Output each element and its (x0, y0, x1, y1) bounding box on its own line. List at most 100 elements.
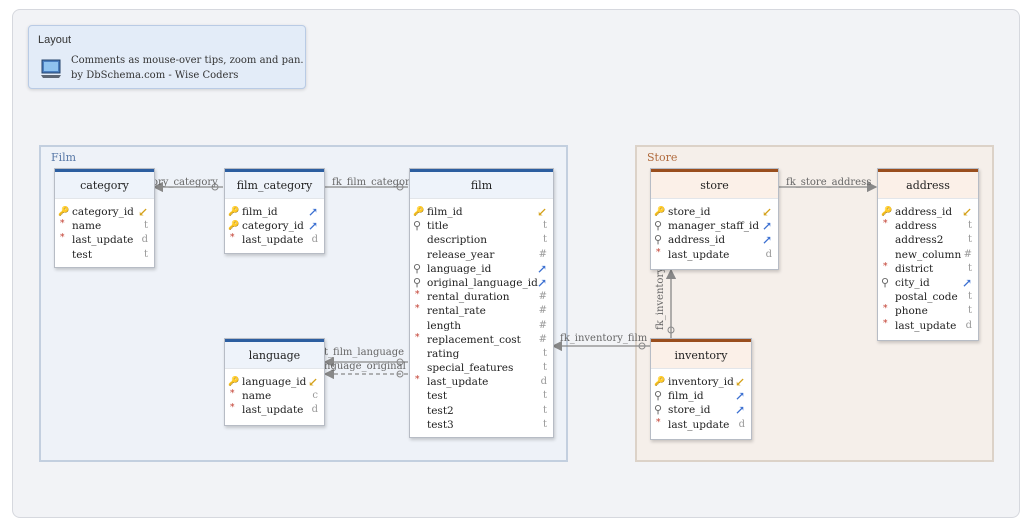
index-icon (881, 276, 893, 290)
not-null-icon (228, 389, 240, 403)
column-type: # (538, 319, 547, 331)
column-name: last_update (427, 376, 489, 389)
column-marker (881, 233, 893, 247)
column-row[interactable]: inventory_id (651, 375, 751, 389)
column-row[interactable]: film_id (410, 205, 553, 219)
table-film[interactable]: film film_idtitle t description t release_ye… (409, 168, 554, 438)
column-marker (881, 248, 893, 262)
column-type: t (542, 390, 547, 402)
edge-end-circle (396, 183, 404, 191)
column-row[interactable]: language_id (225, 375, 324, 389)
not-null-icon (413, 304, 425, 318)
table-address[interactable]: address address_idaddresstaddress2tnew_c… (877, 168, 979, 341)
column-row[interactable]: film_id (225, 205, 324, 219)
column-name: rental_rate (427, 305, 486, 318)
column-marker (413, 347, 425, 361)
column-row[interactable]: title t (410, 219, 553, 233)
column-row[interactable]: city_id (878, 276, 978, 290)
column-row[interactable]: store_id (651, 403, 751, 417)
column-name: title (427, 220, 449, 233)
table-header[interactable]: address (878, 169, 978, 199)
column-name: description (427, 234, 487, 247)
column-name: inventory_id (668, 376, 734, 388)
table-header[interactable]: category (55, 169, 154, 199)
column-type: t (143, 220, 148, 232)
column-row[interactable]: replacement_cost# (410, 333, 553, 347)
column-name: special_features (427, 362, 514, 375)
table-film-category[interactable]: film_category film_idcategory_idlast_upd… (224, 168, 325, 254)
column-row[interactable]: manager_staff_id (651, 219, 778, 233)
column-name: store_id (668, 206, 711, 218)
column-row[interactable]: film_id (651, 389, 751, 403)
column-row[interactable]: description t (410, 233, 553, 247)
edge-label: t_film_language (324, 347, 405, 358)
column-row[interactable]: address_id (651, 233, 778, 247)
edge-label: fk_store_address (786, 177, 872, 188)
monitor-icon (41, 59, 61, 78)
layout-note-line2: by DbSchema.com - Wise Coders (71, 70, 239, 81)
column-row[interactable]: language_id (410, 262, 553, 276)
edge-label: fk_inventory_film (560, 333, 648, 344)
table-header[interactable]: film (410, 169, 553, 199)
table-category[interactable]: category category_idname tlast_updatedtes… (54, 168, 155, 268)
table-store[interactable]: store store_idmanager_staff_idaddress_id… (650, 168, 779, 270)
edge-label: ory_category (152, 177, 218, 188)
column-row[interactable]: category_id (225, 219, 324, 233)
column-type: t (542, 347, 547, 359)
column-row[interactable]: rental_rate# (410, 304, 553, 318)
primary-key-icon (881, 205, 893, 219)
column-row[interactable]: category_id (55, 205, 154, 219)
column-row[interactable]: address_id (878, 205, 978, 219)
primary-key-icon (58, 205, 70, 219)
column-row[interactable]: release_year# (410, 248, 553, 262)
table-header[interactable]: inventory (651, 339, 751, 369)
column-row[interactable]: rental_duration# (410, 290, 553, 304)
column-type: c (312, 390, 318, 402)
column-row[interactable]: original_language_id (410, 276, 553, 290)
column-name: test3 (427, 418, 454, 431)
not-null-icon (228, 403, 240, 417)
column-name: name (72, 220, 102, 233)
column-row[interactable]: length# (410, 319, 553, 333)
column-type: t (542, 234, 547, 246)
index-icon (654, 403, 666, 417)
primary-key-icon (228, 375, 240, 389)
not-null-icon (413, 375, 425, 389)
table-header[interactable]: store (651, 169, 778, 199)
layout-note-title: Layout (38, 34, 72, 46)
not-null-icon (58, 233, 70, 247)
primary-key-icon (413, 205, 425, 219)
column-type: t (542, 220, 547, 232)
table-header[interactable]: film_category (225, 169, 324, 199)
table-inventory[interactable]: inventory inventory_idfilm_idstore_idlas… (650, 338, 752, 440)
not-null-icon (228, 233, 240, 247)
column-name: address_id (895, 206, 953, 218)
primary-key-icon (654, 375, 666, 389)
table-header[interactable]: language (225, 339, 324, 369)
column-row[interactable]: new_column# (878, 248, 978, 262)
column-marker (413, 404, 425, 418)
column-row[interactable]: store_id (651, 205, 778, 219)
not-null-icon (881, 319, 893, 333)
column-row[interactable]: name t (55, 219, 154, 233)
